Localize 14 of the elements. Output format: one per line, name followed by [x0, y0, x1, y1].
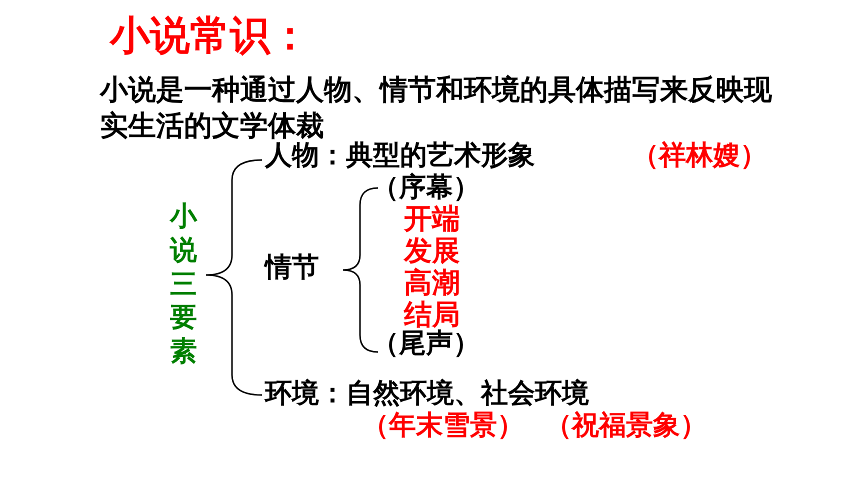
group-heading: 小说三要素: [170, 200, 197, 369]
plot-stage: （尾声）: [372, 328, 480, 360]
plot-stage: 发展: [404, 234, 460, 268]
definition-text: 小说是一种通过人物、情节和环境的具体描写来反映现实生活的文学体裁: [100, 72, 773, 142]
example-text: （年末雪景）: [362, 410, 524, 442]
plot-stage: 开端: [404, 202, 460, 236]
example-text: （祝福景象）: [545, 410, 707, 442]
example-text: （祥林嫂）: [632, 140, 767, 172]
plot-stage: （序幕）: [372, 172, 480, 204]
element-label: 环境：自然环境、社会环境: [265, 378, 589, 410]
element-label: 人物：典型的艺术形象: [265, 140, 535, 172]
element-label: 情节: [265, 252, 319, 284]
plot-stage: 高潮: [404, 266, 460, 300]
title: 小说常识：: [110, 12, 310, 60]
